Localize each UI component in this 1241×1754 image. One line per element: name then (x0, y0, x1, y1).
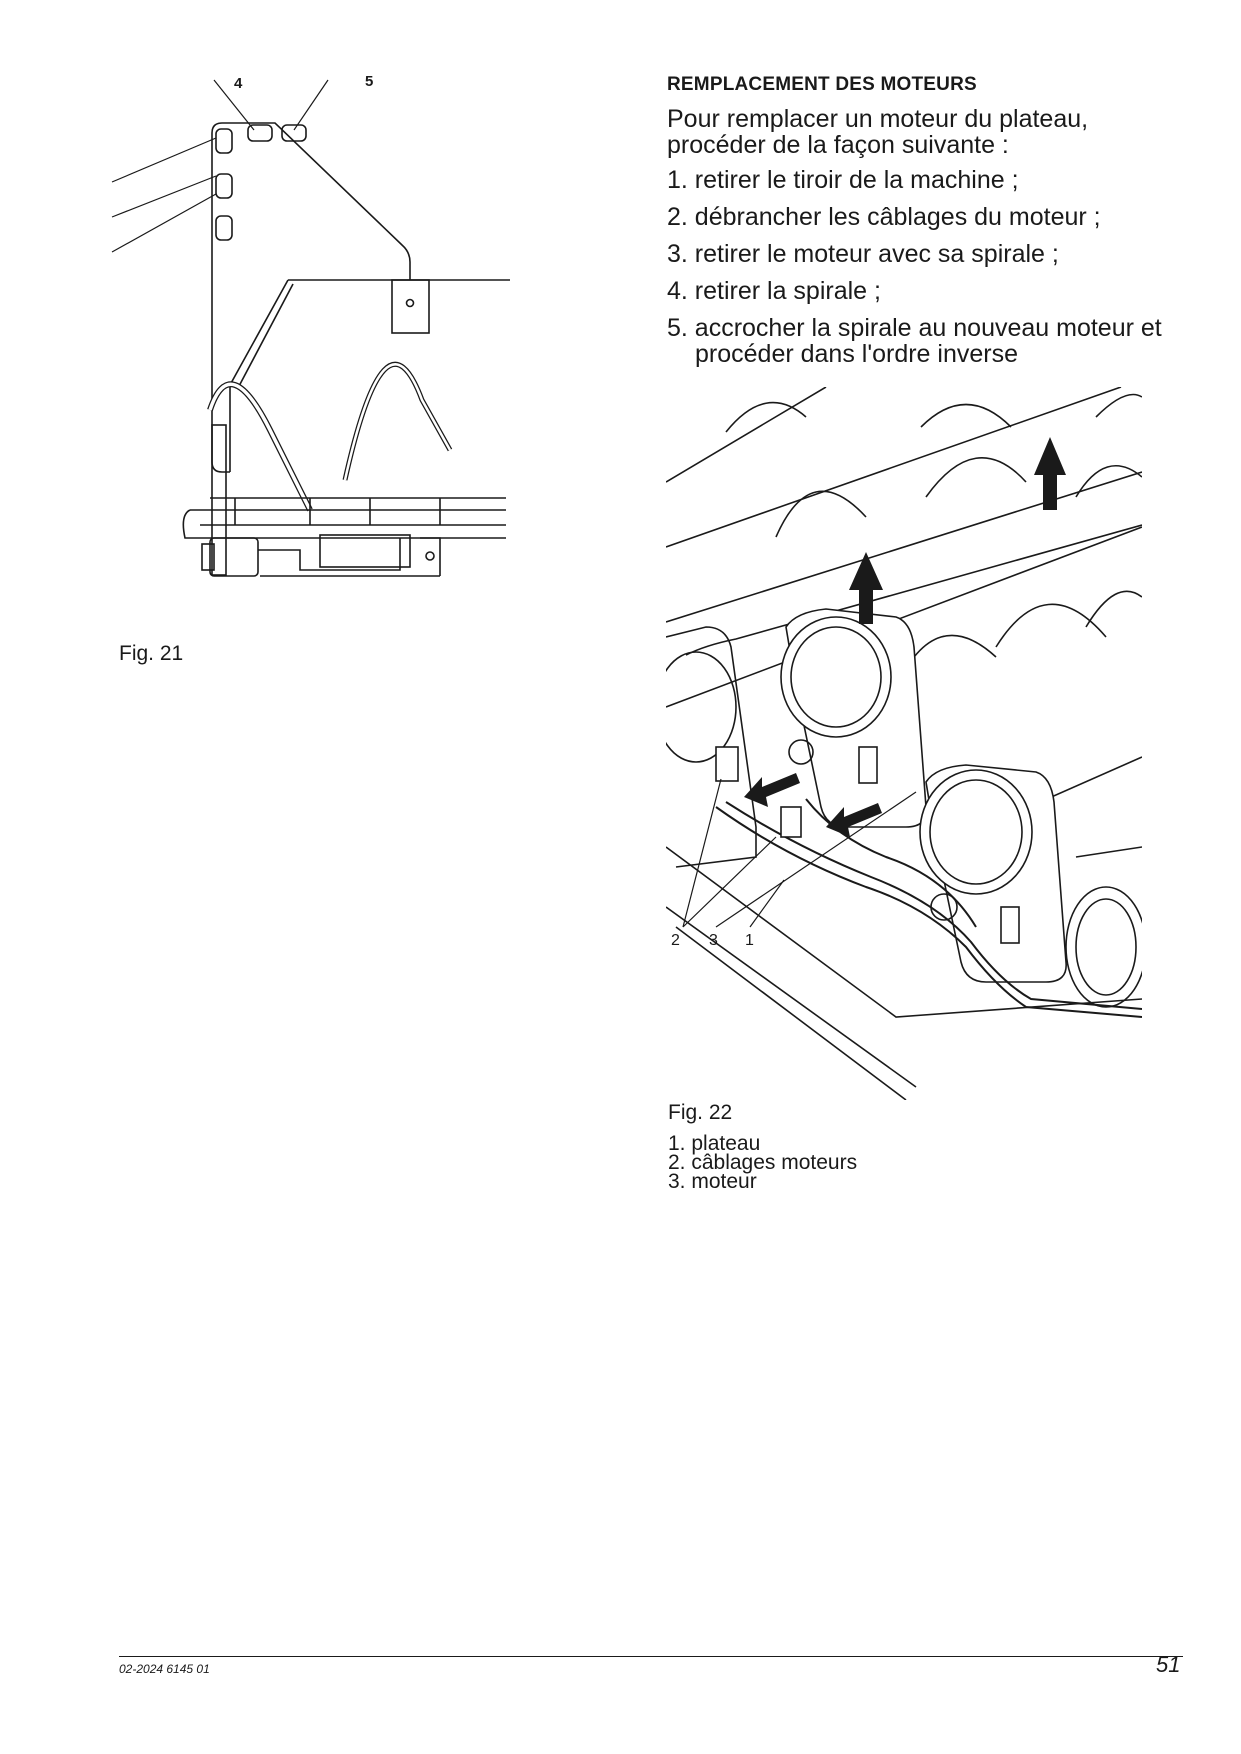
step-item: 3. retirer le moteur avec sa spirale ; (667, 240, 1059, 268)
document-reference: 02-2024 6145 01 (119, 1662, 210, 1676)
procedure-steps: 1. retirer le tiroir de la machine ; 2. … (667, 167, 1207, 378)
unplug-arrow-icon (826, 803, 882, 837)
figure-21-caption: Fig. 21 (119, 642, 184, 665)
footer-rule (119, 1656, 1183, 1657)
fig22-callout-1: 1 (745, 932, 754, 949)
figure-22-drawing: 2 3 1 (666, 387, 1142, 1100)
panel-outline (211, 122, 411, 280)
figure-22-caption: Fig. 22 (668, 1101, 733, 1124)
step-item: 5. accrocher la spirale au nouveau moteu… (667, 314, 1162, 368)
step-item: 4. retirer la spirale ; (667, 277, 881, 305)
lift-arrow-icon (849, 552, 883, 624)
intro-paragraph: Pour remplacer un moteur du plateau, pro… (667, 105, 1089, 159)
fig21-callout-5: 5 (365, 73, 373, 90)
unplug-arrow-icon (744, 773, 800, 807)
section-title: REMPLACEMENT DES MOTEURS (667, 74, 977, 95)
lift-arrow-icon (1034, 437, 1066, 510)
figure-21-drawing: 1 2 3 4 5 (110, 73, 510, 577)
legend-item: 1. plateau (668, 1132, 761, 1155)
page-number: 51 (1156, 1652, 1181, 1677)
step-item: 2. débrancher les câblages du moteur ; (667, 203, 1101, 231)
fig22-callout-2: 2 (671, 932, 680, 949)
fig21-callout-4: 4 (234, 75, 243, 92)
figure-22-legend: 1. plateau 2. câblages moteurs 3. moteur (668, 1132, 858, 1193)
legend-item: 2. câblages moteurs (668, 1151, 858, 1174)
step-item: 1. retirer le tiroir de la machine ; (667, 166, 1019, 194)
fig22-callout-3: 3 (709, 932, 718, 949)
legend-item: 3. moteur (668, 1170, 757, 1193)
